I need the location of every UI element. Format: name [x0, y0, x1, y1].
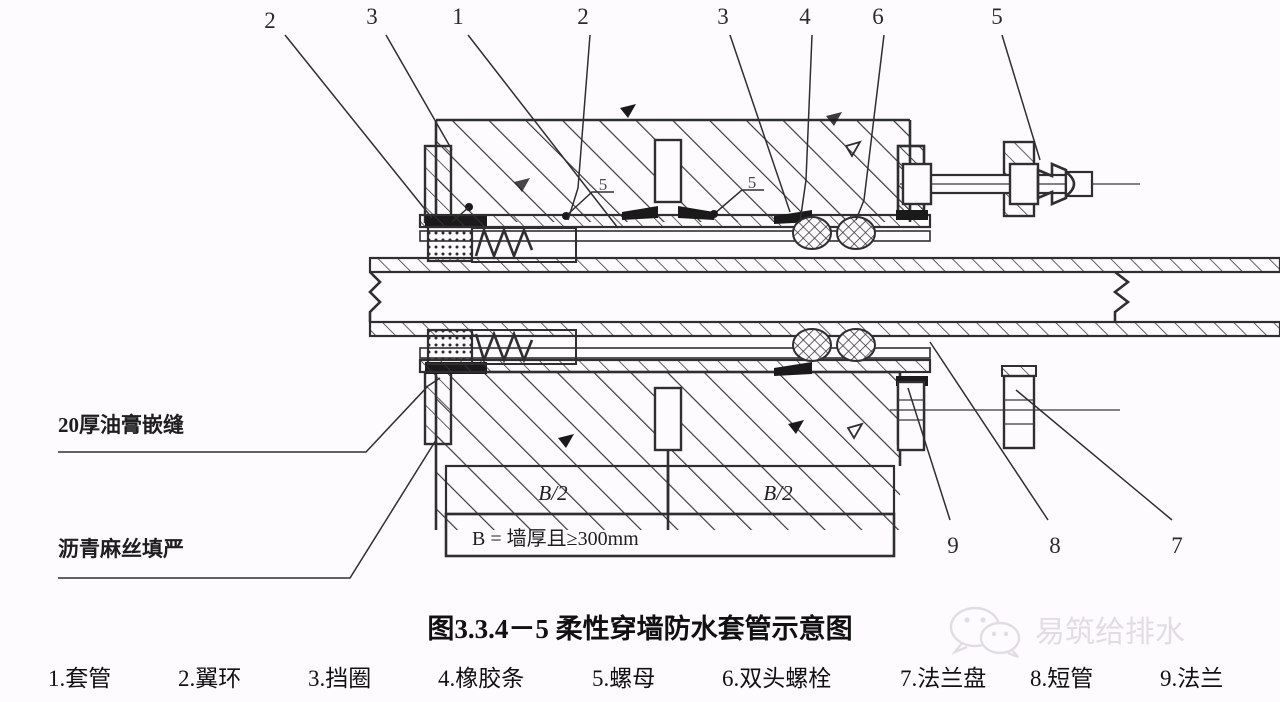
top-callout-1: 3: [366, 4, 378, 29]
figure-caption: 图3.3.4－5 柔性穿墙防水套管示意图: [427, 613, 852, 644]
retainer-ring-bottom: [774, 362, 812, 376]
caulking-bottom: [426, 328, 474, 366]
spring-bottom: [471, 329, 577, 365]
rubber-strip-top-1: [792, 216, 832, 250]
retainer-ring-top-right: [678, 206, 714, 220]
rubber-strip-bottom-1: [792, 328, 832, 362]
top-callout-labels: 2 3 1 2 3 4 6 5: [264, 4, 1003, 33]
annotation-caulk-label: 20厚油膏嵌缝: [58, 413, 184, 437]
stud-bolt-assembly: [900, 162, 1140, 206]
flange-plate-bottom-inner: [896, 376, 928, 452]
dimension-half-left: B/2: [538, 481, 568, 505]
top-callout-4: 3: [717, 4, 729, 29]
top-callout-3: 2: [577, 4, 589, 29]
watermark-text: 易筑给排水: [1035, 616, 1185, 649]
dimension-half-right: B/2: [763, 481, 793, 505]
annotation-asphalt-label: 沥青麻丝填严: [58, 537, 184, 561]
legend-row: 1.套管 2.翼环 3.挡圈 4.橡胶条 5.螺母 6.双头螺栓 7.法兰盘 8…: [48, 666, 1223, 691]
legend-item-0: 1.套管: [48, 666, 111, 691]
top-callout-5: 4: [799, 4, 811, 29]
wechat-icon: [949, 606, 1021, 659]
legend-item-8: 9.法兰: [1160, 666, 1223, 691]
inner-callout-1: 5: [748, 173, 757, 192]
legend-item-3: 4.橡胶条: [438, 666, 524, 691]
inner-callout-0: 5: [599, 175, 608, 194]
wing-ring-mid-top: [653, 138, 683, 204]
legend-item-5: 6.双头螺栓: [722, 666, 831, 691]
inner-callout-labels: 5 5: [599, 173, 757, 194]
dimension-total: B = 墙厚且≥300mm: [472, 527, 639, 550]
watermark: 易筑给排水: [949, 606, 1185, 659]
dimension-box: [444, 464, 896, 558]
annotation-leader-caulk: [58, 377, 441, 453]
legend-item-4: 5.螺母: [592, 666, 655, 691]
caulking-top: [426, 225, 474, 263]
left-annotation-labels: 20厚油膏嵌缝 沥青麻丝填严: [58, 413, 184, 561]
inner-leader-dot-a: [451, 203, 473, 223]
rubber-strip-bottom-2: [836, 328, 876, 362]
bottom-callout-0: 9: [947, 533, 959, 558]
top-callout-6: 6: [872, 4, 884, 29]
legend-item-2: 3.挡圈: [308, 666, 371, 691]
wing-ring-mid-bottom: [653, 386, 683, 530]
bottom-callout-1: 8: [1049, 533, 1061, 558]
legend-item-6: 7.法兰盘: [900, 666, 986, 691]
flange-plate-bottom-outer: [1001, 365, 1037, 450]
retainer-ring-top-left: [622, 206, 658, 220]
top-callout-7: 5: [991, 4, 1003, 29]
inner-leader-5-right: [710, 189, 764, 218]
top-callout-0: 2: [264, 8, 276, 33]
dimension-labels: B/2 B/2 B = 墙厚且≥300mm: [472, 481, 793, 550]
annotation-leader-asphalt: [58, 439, 437, 579]
bottom-leader-lines: [907, 341, 1173, 521]
top-callout-2: 1: [452, 4, 464, 29]
concrete-marks: [514, 104, 864, 448]
spring-top: [471, 226, 577, 263]
legend-item-1: 2.翼环: [178, 666, 241, 691]
legend-item-7: 8.短管: [1030, 666, 1093, 691]
bottom-callout-2: 7: [1171, 533, 1183, 558]
rubber-strip-top-2: [836, 216, 876, 250]
inner-pipe: [368, 256, 1280, 338]
top-leader-lines: [284, 34, 1041, 229]
bottom-callout-labels: 9 8 7: [947, 533, 1183, 558]
